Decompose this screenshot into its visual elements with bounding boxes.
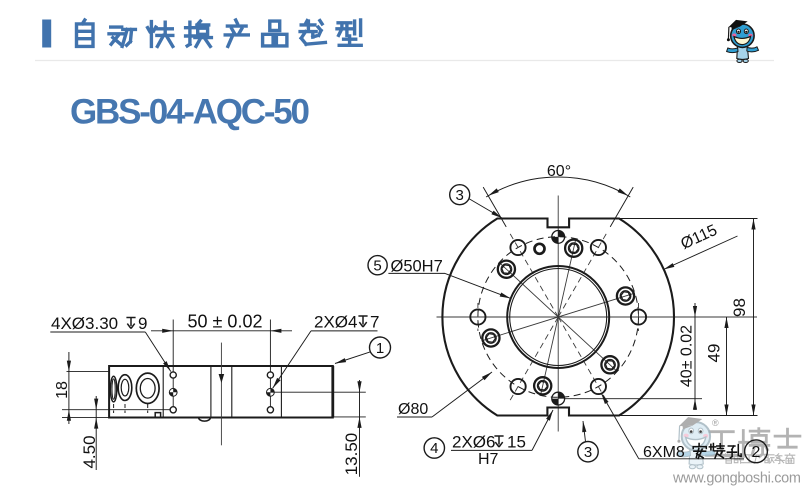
svg-text:7: 7 (370, 313, 379, 332)
svg-text:GBS-04-AQC-50: GBS-04-AQC-50 (70, 93, 310, 132)
svg-text:Ø80: Ø80 (398, 401, 428, 418)
svg-text:40± 0.02: 40± 0.02 (679, 325, 696, 387)
svg-text:2XØ6: 2XØ6 (452, 433, 495, 452)
svg-text:4XØ3.30: 4XØ3.30 (51, 314, 118, 333)
svg-text:15: 15 (507, 433, 526, 452)
svg-text:www.gongboshi.com: www.gongboshi.com (672, 471, 801, 487)
svg-text:18: 18 (54, 381, 71, 399)
svg-text:Ø50H7: Ø50H7 (391, 258, 443, 276)
svg-text:98: 98 (730, 298, 749, 317)
svg-text:1: 1 (376, 340, 384, 357)
svg-text:Ø115: Ø115 (678, 222, 720, 253)
svg-text:9: 9 (138, 314, 147, 333)
svg-text:2: 2 (752, 444, 761, 461)
svg-text:3: 3 (584, 444, 592, 461)
svg-text:H7: H7 (478, 451, 499, 468)
svg-text:4: 4 (430, 440, 438, 457)
svg-text:4.50: 4.50 (80, 435, 99, 468)
svg-text:60°: 60° (547, 163, 571, 180)
svg-text:5: 5 (373, 257, 381, 274)
svg-text:50 ± 0.02: 50 ± 0.02 (188, 312, 263, 332)
svg-text:49: 49 (705, 344, 724, 363)
svg-text:6XM8: 6XM8 (643, 444, 685, 461)
svg-text:13.50: 13.50 (342, 433, 361, 476)
svg-text:3: 3 (456, 187, 464, 204)
svg-text:2XØ4: 2XØ4 (314, 313, 357, 332)
svg-text:®: ® (712, 418, 719, 428)
